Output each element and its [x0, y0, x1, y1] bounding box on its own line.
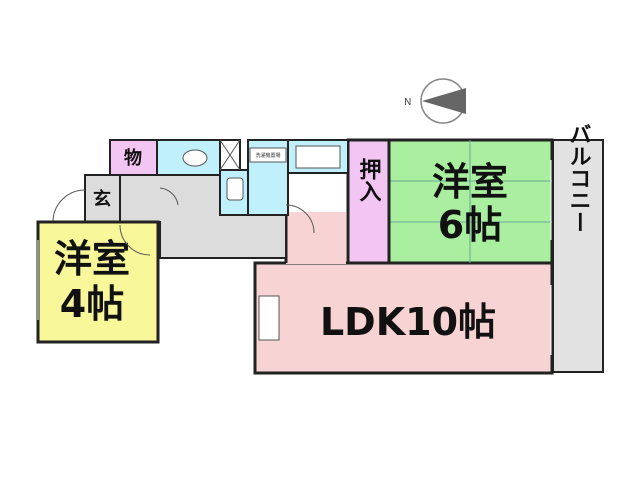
balcony-label: バルコニー — [566, 123, 591, 233]
closet-label: 押入 — [356, 157, 382, 202]
entrance-door-swing — [52, 189, 86, 223]
ldk-label: LDK10帖 — [320, 300, 496, 344]
room-storage — [109, 139, 158, 176]
washbasin — [226, 177, 244, 201]
compass-needle — [422, 88, 466, 114]
western-4-label-line1: 洋室 — [54, 237, 130, 281]
washer-space — [249, 147, 287, 163]
compass-north-label: N — [404, 97, 411, 108]
washer-label: 洗濯機置場 — [255, 152, 280, 159]
toilet-fixture — [182, 149, 208, 167]
western-4-door-swing — [119, 224, 151, 256]
room-ldk-kitchen — [286, 212, 346, 264]
compass: N — [404, 78, 466, 124]
room-closet — [346, 138, 391, 265]
kitchen-door-swing — [285, 204, 315, 234]
bathtub — [295, 145, 341, 169]
storage-label: 物 — [124, 147, 142, 169]
toilet-door-swing — [159, 187, 179, 206]
room-balcony — [552, 139, 604, 373]
western-6-label-line1: 洋室 — [432, 160, 508, 204]
tatami-lines — [389, 140, 552, 263]
western-4-label-line2: 4帖 — [60, 282, 124, 326]
entrance-label: 玄 — [93, 188, 111, 210]
room-western-4 — [36, 220, 160, 344]
room-ldk — [253, 261, 554, 375]
room-entrance — [84, 174, 121, 223]
western-6-label-line2: 6帖 — [438, 203, 502, 247]
kitchen-counter — [258, 295, 280, 341]
shaft-cross-2 — [219, 139, 241, 171]
